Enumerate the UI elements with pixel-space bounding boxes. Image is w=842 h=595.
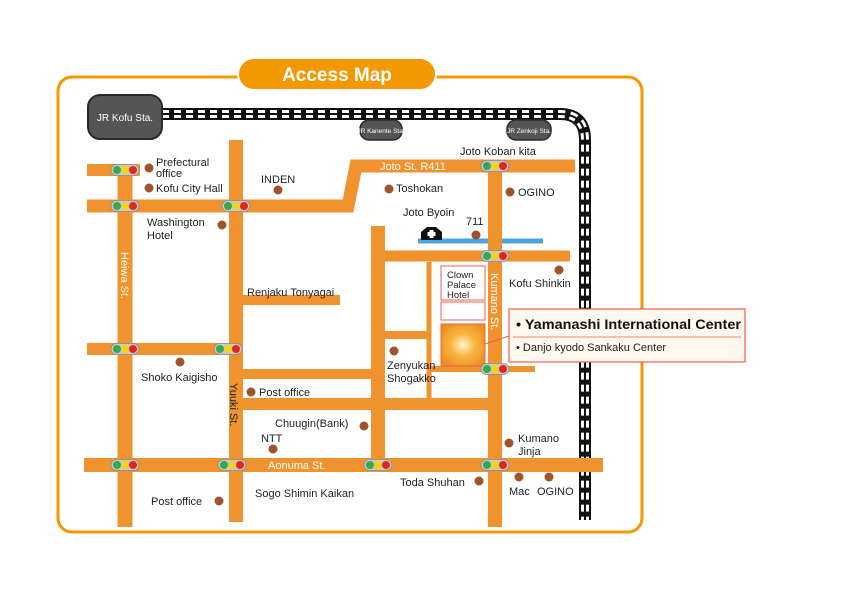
callout-pointer [484, 335, 510, 345]
label-ogino-north: OGINO [518, 187, 555, 199]
poi-kofu-city-hall [144, 183, 154, 193]
poi-markers [144, 163, 564, 506]
label-kofu-city-hall: Kofu City Hall [156, 183, 223, 195]
poi-chuugin [359, 421, 369, 431]
poi-inden [273, 185, 283, 195]
poi-post-office-south [214, 496, 224, 506]
callout-sub-label: • Danjo kyodo Sankaku Center [516, 342, 666, 354]
poi-kofu-shinkin [554, 265, 564, 275]
station-jr-kofu[interactable]: JR Kofu Sta. [87, 94, 163, 140]
poi-post-office-center [246, 387, 256, 397]
callout-box[interactable]: • Yamanashi International Center • Danjo… [508, 308, 746, 363]
poi-shoko-kaigisho [175, 357, 185, 367]
hospital-icon [421, 227, 442, 240]
poi-prefectural-office [144, 163, 154, 173]
label-sogo-shimin-kaikan: Sogo Shimin Kaikan [255, 488, 354, 500]
station-label-kofu: JR Kofu Sta. [97, 113, 153, 124]
station-label-kanente: JR Kanente Sta. [357, 128, 405, 135]
poi-ntt [268, 444, 278, 454]
poi-toshokan [384, 184, 394, 194]
street-label-yuuki: Yuuki St. [227, 383, 239, 426]
label-ogino-south: OGINO [537, 486, 574, 498]
page-title: Access Map [282, 65, 392, 86]
station-label-zenkoji: JR Zenkoji Sta. [507, 128, 551, 135]
label-toda-shuhan: Toda Shuhan [400, 477, 465, 489]
label-joto-koban-kita: Joto Koban kita [460, 146, 537, 158]
label-shoko-kaigisho: Shoko Kaigisho [141, 372, 217, 384]
railway [90, 108, 591, 520]
poi-ogino-south [544, 472, 554, 482]
street-label-joto: Joto St. R411 [380, 161, 446, 173]
title-tab: Access Map [237, 57, 437, 91]
label-inden: INDEN [261, 174, 295, 186]
poi-mac [514, 472, 524, 482]
street-label-kumano: Kumano St. [488, 273, 500, 330]
poi-kumano-jinja [504, 438, 514, 448]
label-toshokan: Toshokan [396, 183, 443, 195]
label-joto-byoin: Joto Byoin [403, 207, 454, 219]
station-jr-zenkoji[interactable]: JR Zenkoji Sta. [506, 119, 552, 141]
label-kofu-shinkin: Kofu Shinkin [509, 278, 571, 290]
poi-washington-hotel [217, 220, 227, 230]
label-renjaku-tonyagai: Renjaku Tonyagai [247, 287, 334, 299]
poi-711 [471, 230, 481, 240]
poi-zenyukan [389, 346, 399, 356]
hotel-annex [440, 301, 486, 321]
label-chuugin: Chuugin(Bank) [275, 418, 348, 430]
label-711: 711 [466, 216, 484, 228]
label-post-office-center: Post office [259, 387, 310, 399]
label-ntt: NTT [261, 433, 283, 445]
yamanashi-international-center-building[interactable] [440, 323, 486, 367]
poi-toda-shuhan [474, 476, 484, 486]
street-label-heiwa: Heiwa St. [118, 252, 130, 299]
label-post-office-south: Post office [151, 496, 202, 508]
poi-ogino-north [505, 187, 515, 197]
station-jr-kanente[interactable]: JR Kanente Sta. [357, 119, 405, 141]
street-label-aonuma: Aonuma St. [268, 460, 325, 472]
label-mac: Mac [509, 486, 530, 498]
callout-main-label: • Yamanashi International Center [516, 317, 742, 332]
